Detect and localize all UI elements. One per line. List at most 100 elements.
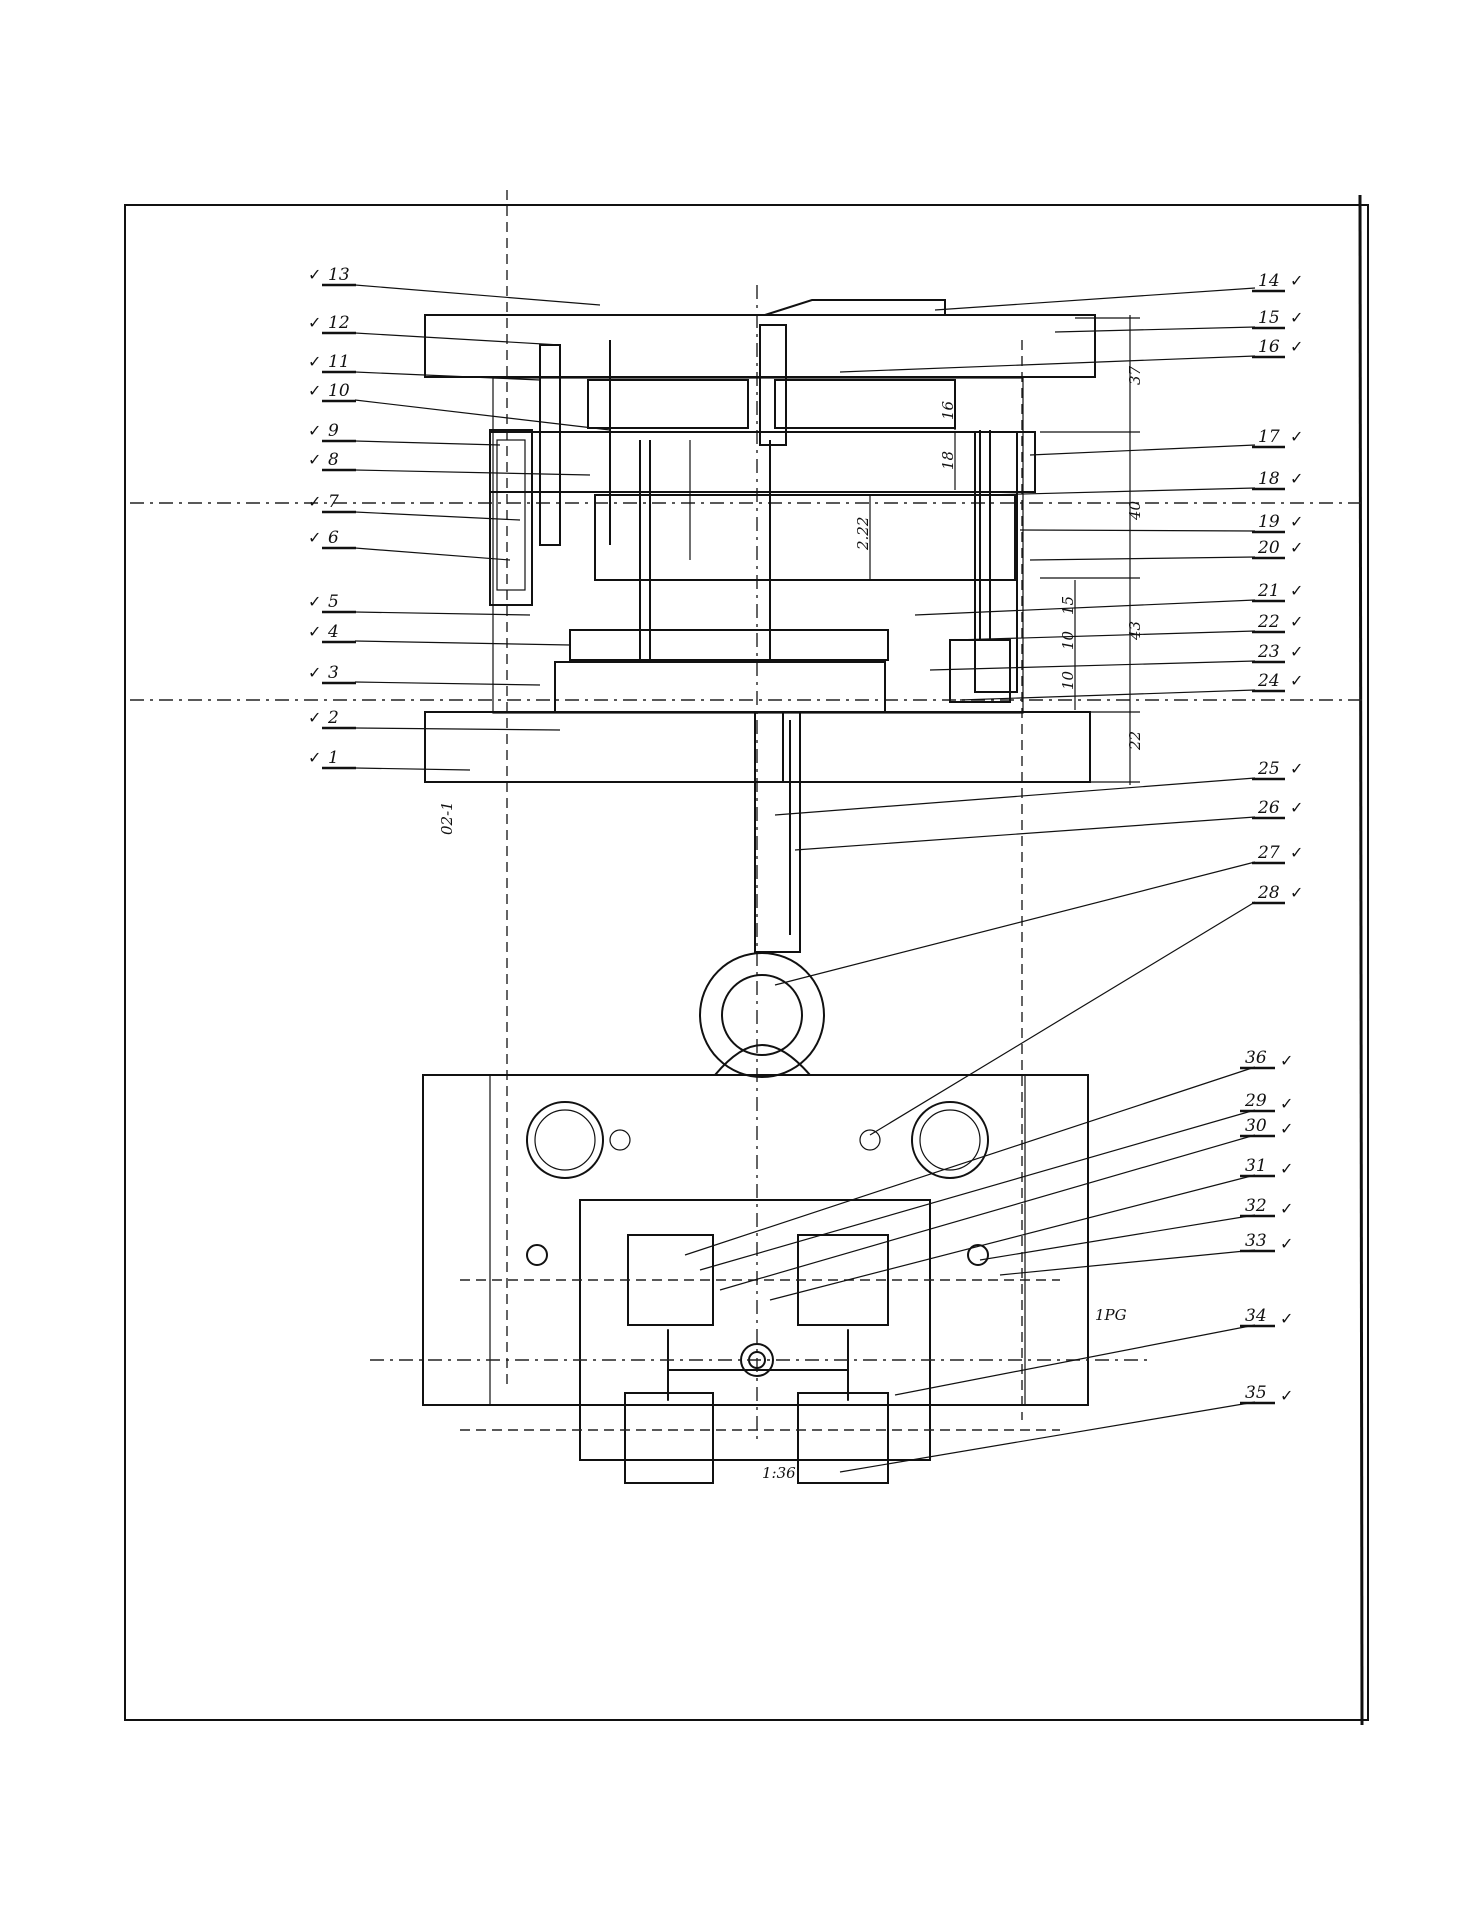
ejector-retainer-plate xyxy=(569,629,889,661)
svg-text:✓: ✓ xyxy=(308,313,321,332)
svg-text:✓: ✓ xyxy=(1280,1094,1293,1113)
label-21: 21 xyxy=(1257,581,1280,601)
svg-text:✓: ✓ xyxy=(1290,581,1303,600)
section-view xyxy=(424,299,1096,953)
svg-text:✓: ✓ xyxy=(1290,642,1303,661)
part-labels-right-upper: 14 15 16 17 18 19 20 21 22 23 24 25 26 2… xyxy=(1257,271,1280,903)
runner-system xyxy=(667,1329,849,1401)
label-24: 24 xyxy=(1257,671,1280,691)
support-rail-right xyxy=(974,431,1018,693)
svg-text:✓: ✓ xyxy=(1290,538,1303,557)
annotation-1pg: 1PG xyxy=(1095,1306,1127,1324)
svg-text:✓: ✓ xyxy=(1290,308,1303,327)
label-28: 28 xyxy=(1257,883,1280,903)
svg-text:✓: ✓ xyxy=(308,421,321,440)
label-29: 29 xyxy=(1244,1091,1267,1111)
svg-text:✓: ✓ xyxy=(1290,759,1303,778)
label-13: 13 xyxy=(328,265,350,285)
sprue-bushing xyxy=(759,324,787,446)
svg-text:✓: ✓ xyxy=(1280,1051,1293,1070)
svg-text:✓: ✓ xyxy=(1290,883,1303,902)
label-27: 27 xyxy=(1257,843,1280,863)
sheet-border xyxy=(124,204,1369,1721)
dimension-lines xyxy=(869,315,1140,785)
leader-lines xyxy=(354,284,1256,1473)
label-1: 1 xyxy=(328,748,339,768)
lifting-eye-bolt xyxy=(699,952,825,1078)
svg-text:✓: ✓ xyxy=(308,381,321,400)
svg-text:✓: ✓ xyxy=(308,708,321,727)
label-26: 26 xyxy=(1257,798,1280,818)
label-19: 19 xyxy=(1258,512,1280,532)
svg-text:✓: ✓ xyxy=(1290,843,1303,862)
label-33: 33 xyxy=(1245,1231,1267,1251)
label-2: 2 xyxy=(327,708,339,728)
svg-text:✓: ✓ xyxy=(1290,271,1303,290)
svg-text:✓: ✓ xyxy=(1290,427,1303,446)
svg-text:✓: ✓ xyxy=(1290,612,1303,631)
label-34: 34 xyxy=(1245,1306,1267,1326)
dim-37: 37 xyxy=(1126,365,1144,385)
svg-text:✓: ✓ xyxy=(308,450,321,469)
label-18: 18 xyxy=(1258,469,1280,489)
annotation-scale: 1:36 xyxy=(762,1464,796,1482)
ejector-plate xyxy=(554,661,886,713)
dim-16: 16 xyxy=(939,400,957,420)
dim-43: 43 xyxy=(1126,621,1144,641)
svg-text:✓: ✓ xyxy=(308,265,321,284)
guide-hole-tr xyxy=(911,1101,989,1179)
label-3: 3 xyxy=(328,663,339,683)
dim-18: 18 xyxy=(939,451,957,470)
plan-cavity-plate xyxy=(579,1199,931,1461)
svg-text:✓: ✓ xyxy=(308,528,321,547)
svg-text:✓: ✓ xyxy=(1290,671,1303,690)
label-11: 11 xyxy=(328,352,350,372)
svg-text:✓: ✓ xyxy=(1280,1386,1293,1405)
knockout-rod xyxy=(754,711,801,953)
svg-text:✓: ✓ xyxy=(308,748,321,767)
svg-text:✓: ✓ xyxy=(308,352,321,371)
dim-40: 40 xyxy=(1126,500,1144,521)
svg-text:✓: ✓ xyxy=(308,663,321,682)
label-16: 16 xyxy=(1258,337,1280,357)
label-underlines xyxy=(322,283,1285,1405)
label-7: 7 xyxy=(328,492,339,512)
label-32: 32 xyxy=(1245,1196,1267,1216)
cavity-plate xyxy=(587,379,749,429)
dim-15: 15 xyxy=(1059,596,1077,615)
svg-text:✓: ✓ xyxy=(1280,1309,1293,1328)
insert-bottom-right xyxy=(797,1392,889,1484)
svg-text:✓: ✓ xyxy=(1280,1199,1293,1218)
svg-text:✓: ✓ xyxy=(1280,1234,1293,1253)
dim-10b: 10 xyxy=(1059,670,1077,690)
svg-text:✓: ✓ xyxy=(1290,337,1303,356)
label-17: 17 xyxy=(1258,427,1280,447)
plan-view xyxy=(370,1074,1150,1484)
label-20: 20 xyxy=(1257,538,1280,558)
svg-text:✓: ✓ xyxy=(308,622,321,641)
annotation-left-margin: 02-1 xyxy=(438,801,456,835)
label-6: 6 xyxy=(328,528,339,548)
svg-text:✓: ✓ xyxy=(308,592,321,611)
label-12: 12 xyxy=(328,313,350,333)
label-31: 31 xyxy=(1245,1156,1267,1176)
svg-text:✓: ✓ xyxy=(1290,512,1303,531)
svg-text:✓: ✓ xyxy=(308,492,321,511)
dim-2-22: 2.22 xyxy=(854,517,872,551)
label-25: 25 xyxy=(1257,759,1280,779)
guide-hole-tl xyxy=(526,1101,604,1179)
insert-bottom-left xyxy=(624,1392,714,1484)
part-labels-right-lower: 36 29 30 31 32 33 34 35 xyxy=(1244,1048,1267,1403)
label-8: 8 xyxy=(328,450,339,470)
label-4: 4 xyxy=(327,622,339,642)
check-marks-right-upper: ✓ ✓ ✓ ✓ ✓ ✓ ✓ ✓ ✓ ✓ ✓ ✓ ✓ ✓ ✓ xyxy=(1290,271,1303,902)
support-rail-left xyxy=(489,429,533,606)
label-30: 30 xyxy=(1245,1116,1267,1136)
label-22: 22 xyxy=(1257,612,1280,632)
part-labels-left: 13 12 11 10 9 8 7 6 5 4 3 2 1 xyxy=(327,265,350,768)
dim-10a: 10 xyxy=(1059,630,1077,650)
svg-text:✓: ✓ xyxy=(1280,1159,1293,1178)
label-5: 5 xyxy=(328,592,339,612)
